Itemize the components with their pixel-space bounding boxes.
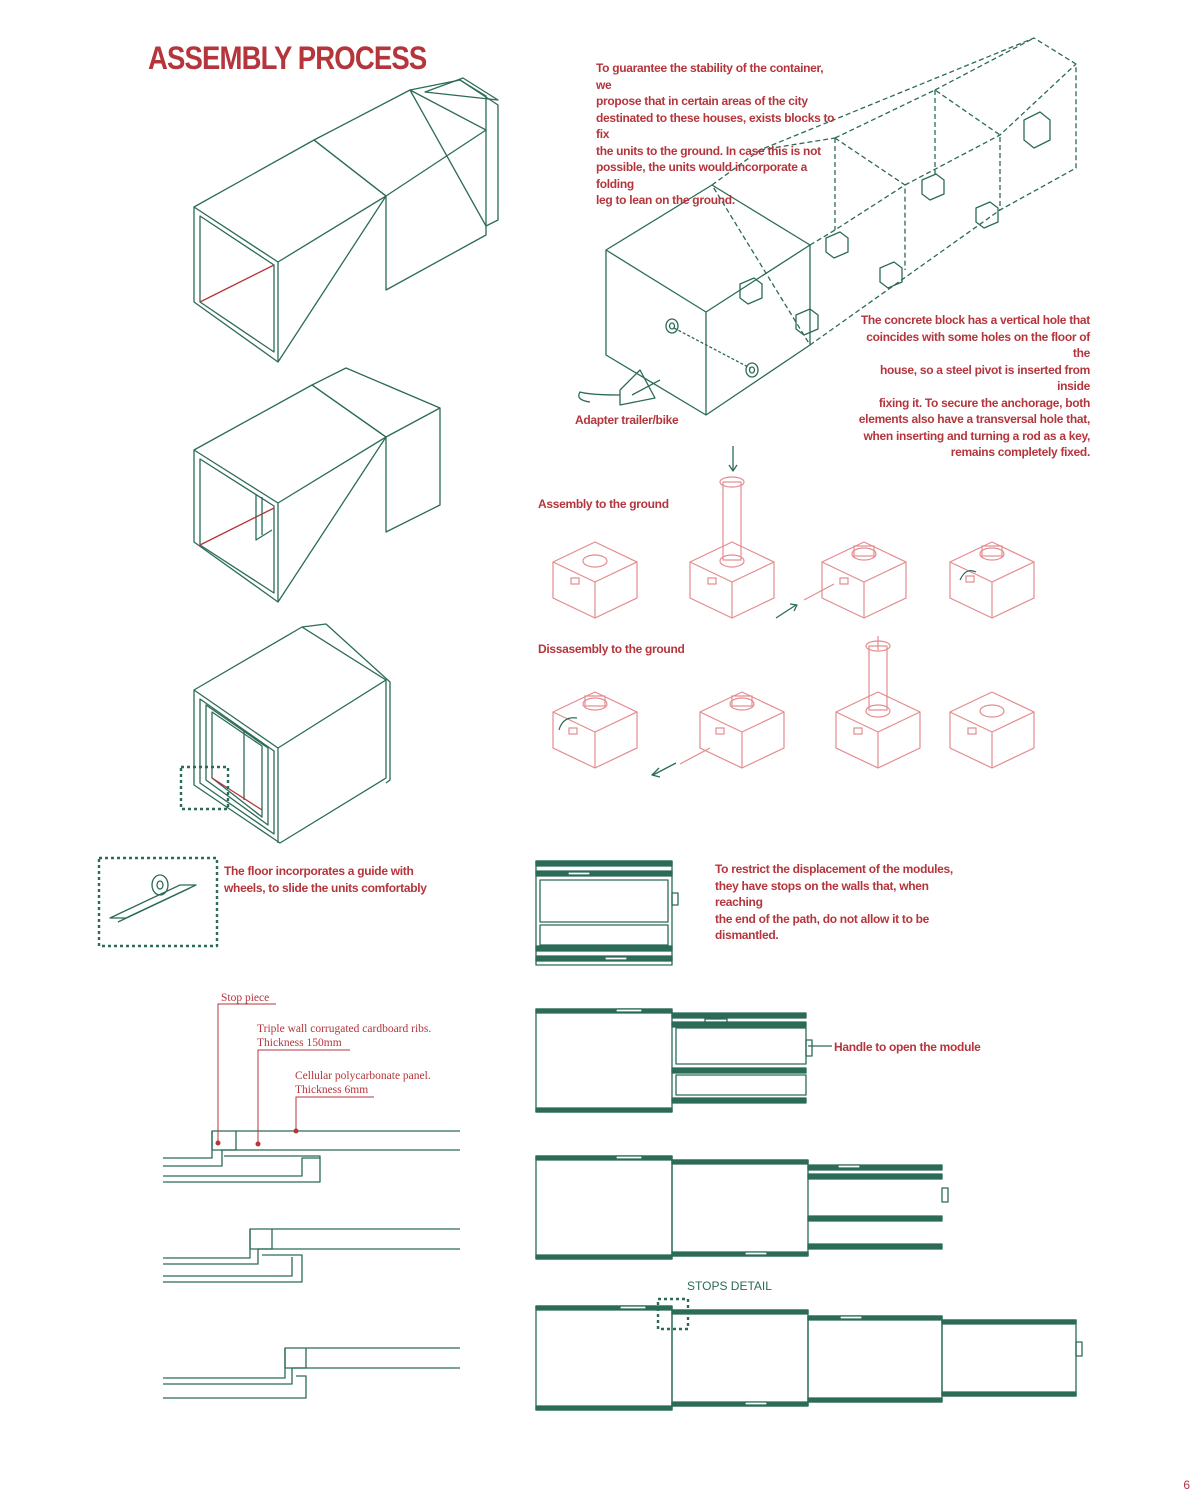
ribs-label: Triple wall corrugated cardboard ribs. T… <box>257 1023 431 1050</box>
concrete-block-note-line: house, so a steel pivot is inserted from… <box>879 362 1090 394</box>
stability-note-line: the units to the ground. In case this is… <box>596 143 821 158</box>
page-title: ASSEMBLY PROCESS <box>148 40 427 76</box>
concrete-block-note-line: when inserting and turning a rod as a ke… <box>863 428 1090 443</box>
restrict-note-line: the end of the path, do not allow it to … <box>715 911 930 926</box>
restrict-note-line: dismantled. <box>715 928 779 942</box>
stability-note-line: To guarantee the stability of the contai… <box>596 61 824 92</box>
assembly-blocks-drawing <box>552 476 1035 619</box>
plan-fully-extended-drawing <box>535 1305 1083 1411</box>
dashed-extension-drawing <box>711 37 1077 346</box>
container-anchored-drawing <box>578 184 811 416</box>
plan-two-extended-drawing <box>535 1155 949 1260</box>
module-partially-extended-drawing <box>193 367 441 603</box>
restrict-note: To restrict the displacement of the modu… <box>715 861 975 944</box>
page-number: 6 <box>1183 1478 1190 1492</box>
assembly-ground-label: Assembly to the ground <box>538 497 669 511</box>
stops-detail-label: STOPS DETAIL <box>687 1279 772 1293</box>
panel-label-line: Thickness 6mm <box>295 1083 369 1096</box>
floor-wheel-guide-drawing <box>109 874 197 923</box>
concrete-block-note-line: remains completely fixed. <box>950 445 1091 459</box>
ribs-label-line: Triple wall corrugated cardboard ribs. <box>257 1023 432 1035</box>
plan-one-extended-drawing <box>535 1008 813 1113</box>
adapter-label: Adapter trailer/bike <box>575 413 679 427</box>
stop-detail-section-2 <box>163 1228 460 1283</box>
restrict-note-line: To restrict the displacement of the modu… <box>715 862 953 876</box>
concrete-block-note-line: fixing it. To secure the anchorage, both <box>878 395 1090 410</box>
stop-piece-label: Stop piece <box>221 992 270 1004</box>
concrete-block-note-line: The concrete block has a vertical hole t… <box>860 313 1090 327</box>
stability-note: To guarantee the stability of the contai… <box>596 60 836 209</box>
panel-label: Cellular polycarbonate panel. Thickness … <box>295 1070 431 1097</box>
concrete-block-note-line: coincides with some holes on the floor o… <box>866 329 1090 361</box>
stability-note-line: propose that in certain areas of the cit… <box>596 94 808 108</box>
disassembly-blocks-drawing <box>552 636 1035 769</box>
module-collapsed-drawing <box>193 77 499 363</box>
module-extended-drawing <box>193 623 391 844</box>
disassembly-ground-label: Dissasembly to the ground <box>538 642 685 656</box>
stability-note-line: possible, the units would incorporate a … <box>596 160 807 191</box>
floor-guide-note-line: The floor incorporates a guide with <box>224 864 414 878</box>
floor-guide-note-line: wheels, to slide the units comfortably <box>224 880 427 895</box>
stop-detail-section-3 <box>163 1347 460 1399</box>
concrete-block-note-line: elements also have a transversal hole th… <box>858 412 1091 426</box>
ribs-label-line: Thickness 150mm <box>257 1036 342 1049</box>
restrict-note-line: they have stops on the walls that, when … <box>715 878 929 910</box>
concrete-block-note: The concrete block has a vertical hole t… <box>850 312 1091 461</box>
stability-note-line: destinated to these houses, exists block… <box>596 110 835 142</box>
concrete-blocks-drawing <box>739 111 1051 336</box>
stability-note-line: leg to lean on the ground. <box>596 193 735 207</box>
handle-label: Handle to open the module <box>834 1040 981 1054</box>
stop-detail-section-1 <box>163 1130 460 1183</box>
plan-collapsed-drawing <box>535 860 679 966</box>
floor-guide-note: The floor incorporates a guide with whee… <box>224 863 454 896</box>
panel-label-line: Cellular polycarbonate panel. <box>295 1070 431 1082</box>
